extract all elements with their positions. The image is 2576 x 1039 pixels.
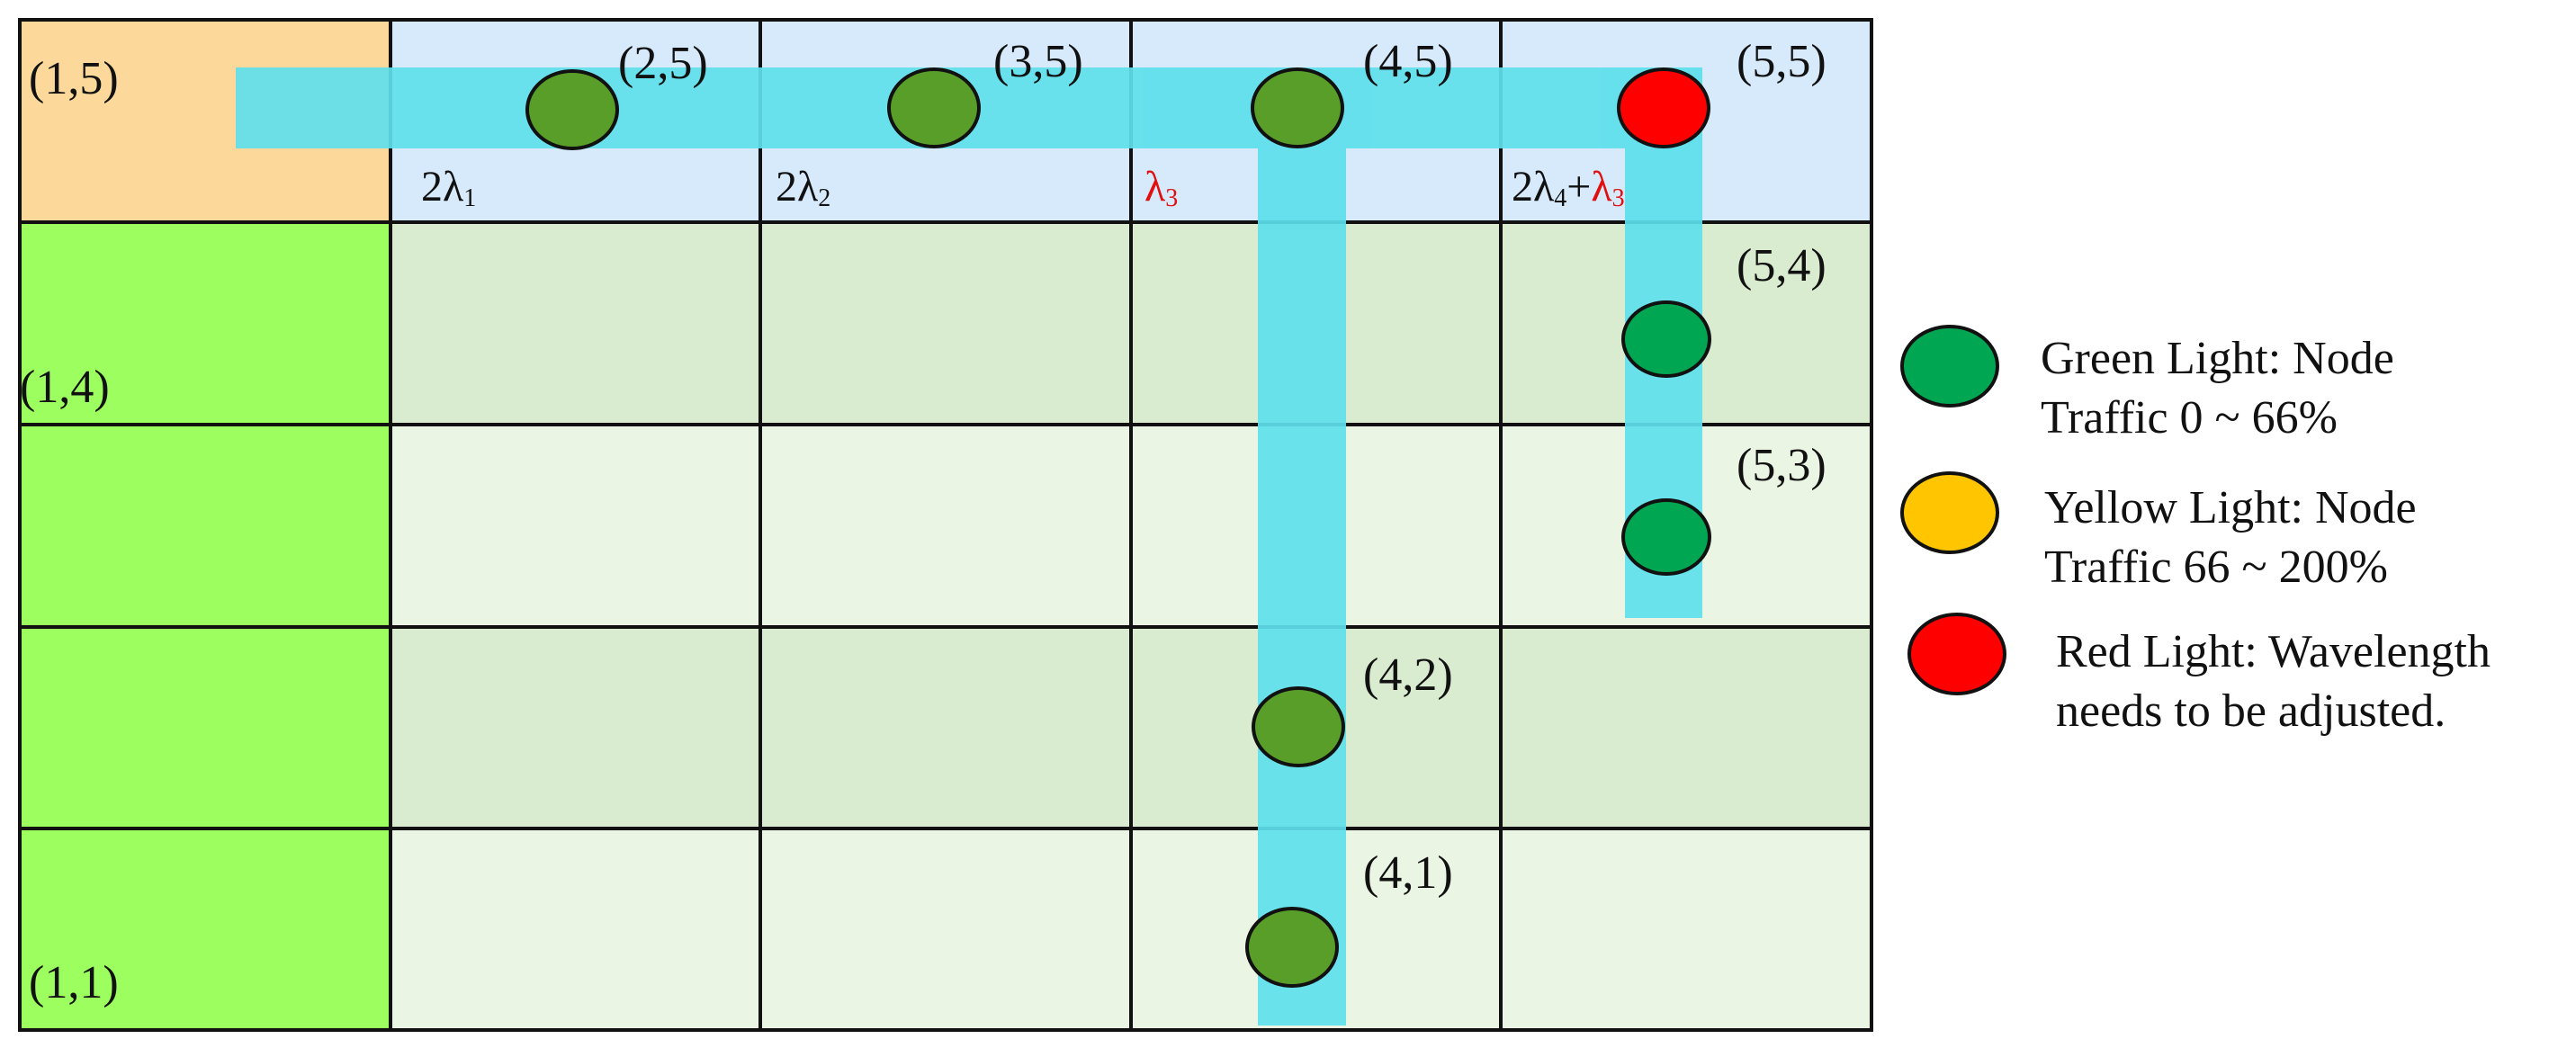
legend-item-yellow: Yellow Light: Node Traffic 66 ~ 200% — [2044, 479, 2417, 597]
node-4-1 — [1245, 907, 1339, 988]
legend-yellow-line1: Yellow Light: Node — [2044, 482, 2417, 533]
legend-red-line2: needs to be adjusted. — [2056, 685, 2446, 737]
cell-label-2-5: (2,5) — [618, 38, 708, 89]
legend-green-line1: Green Light: Node — [2041, 333, 2394, 384]
cell-label-5-3: (5,3) — [1737, 440, 1827, 491]
grid-lines — [18, 18, 1873, 1032]
node-5-4 — [1621, 300, 1711, 378]
cell-label-5-5: (5,5) — [1737, 36, 1827, 87]
cell-label-4-1: (4,1) — [1363, 847, 1453, 899]
grid-border — [18, 18, 1873, 1032]
cell-label-1-5: (1,5) — [29, 53, 119, 104]
wavelength-label-2-5: 2λ1 — [421, 163, 477, 212]
cell-label-1-4: (1,4) — [20, 362, 110, 413]
legend-item-red: Red Light: Wavelength needs to be adjust… — [2056, 623, 2491, 741]
cell-label-1-1: (1,1) — [29, 957, 119, 1008]
wavelength-label-3-5: 2λ2 — [776, 163, 831, 212]
legend-yellow-line2: Traffic 66 ~ 200% — [2044, 542, 2389, 593]
node-5-3 — [1621, 498, 1711, 576]
cell-label-4-5: (4,5) — [1363, 36, 1453, 87]
cell-label-3-5: (3,5) — [993, 36, 1083, 87]
wavelength-label-5-5: 2λ4+λ3 — [1512, 163, 1625, 212]
node-3-5 — [887, 67, 981, 148]
legend-green-light-icon — [1900, 325, 1999, 408]
wavelength-label-4-5: λ3 — [1144, 163, 1179, 212]
cell-label-4-2: (4,2) — [1363, 649, 1453, 701]
node-4-2 — [1252, 686, 1345, 767]
legend-item-green: Green Light: Node Traffic 0 ~ 66% — [2041, 329, 2394, 448]
cell-label-5-4: (5,4) — [1737, 240, 1827, 291]
nodes — [525, 67, 1711, 988]
legend-red-line1: Red Light: Wavelength — [2056, 626, 2491, 677]
legend-yellow-light-icon — [1900, 471, 1999, 554]
node-2-5 — [525, 69, 619, 150]
legend-red-light-icon — [1907, 613, 2006, 695]
path-vertical-col4 — [1258, 67, 1346, 1026]
legend-green-line2: Traffic 0 ~ 66% — [2041, 392, 2338, 443]
node-5-5 — [1617, 67, 1710, 148]
node-4-5 — [1251, 67, 1344, 148]
